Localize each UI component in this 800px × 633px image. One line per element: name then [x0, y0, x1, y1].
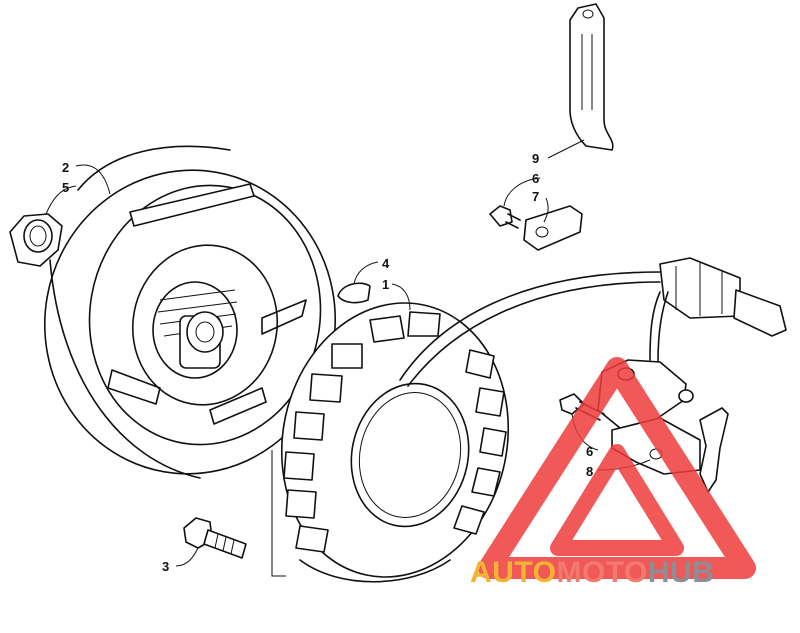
watermark-text: AUTOMOTOHUB — [470, 556, 714, 589]
flywheel-nut — [9, 213, 63, 267]
callout-1: 1 — [382, 277, 389, 292]
callout-7: 7 — [532, 189, 539, 204]
woodruff-key — [337, 282, 371, 304]
callout-6-pickup: 6 — [586, 444, 593, 459]
watermark-part-auto: AUTO — [470, 556, 556, 589]
callout-3: 3 — [162, 559, 169, 574]
wire-clamp — [569, 3, 614, 151]
callout-6: 6 — [532, 171, 539, 186]
callout-9: 9 — [532, 151, 539, 166]
stator-wire-harness — [399, 257, 787, 387]
callout-5: 5 — [62, 180, 69, 195]
flywheel-rotor — [43, 145, 337, 479]
callout-labels: 2 5 4 1 3 9 6 7 6 8 — [62, 151, 593, 574]
callout-8: 8 — [586, 464, 593, 479]
clamp-screw — [489, 205, 521, 229]
clamp-plate — [523, 205, 583, 251]
watermark-logo — [478, 357, 756, 579]
callout-4: 4 — [382, 256, 390, 271]
svg-text:AUTOMOTOHUB: AUTOMOTOHUB — [470, 556, 714, 589]
stator-coil — [280, 302, 510, 583]
watermark-part-hub: HUB — [648, 556, 715, 589]
watermark-part-moto: MOTO — [556, 556, 647, 589]
stator-bolt — [183, 517, 247, 559]
callout-2: 2 — [62, 160, 69, 175]
leader-lines — [45, 139, 651, 577]
